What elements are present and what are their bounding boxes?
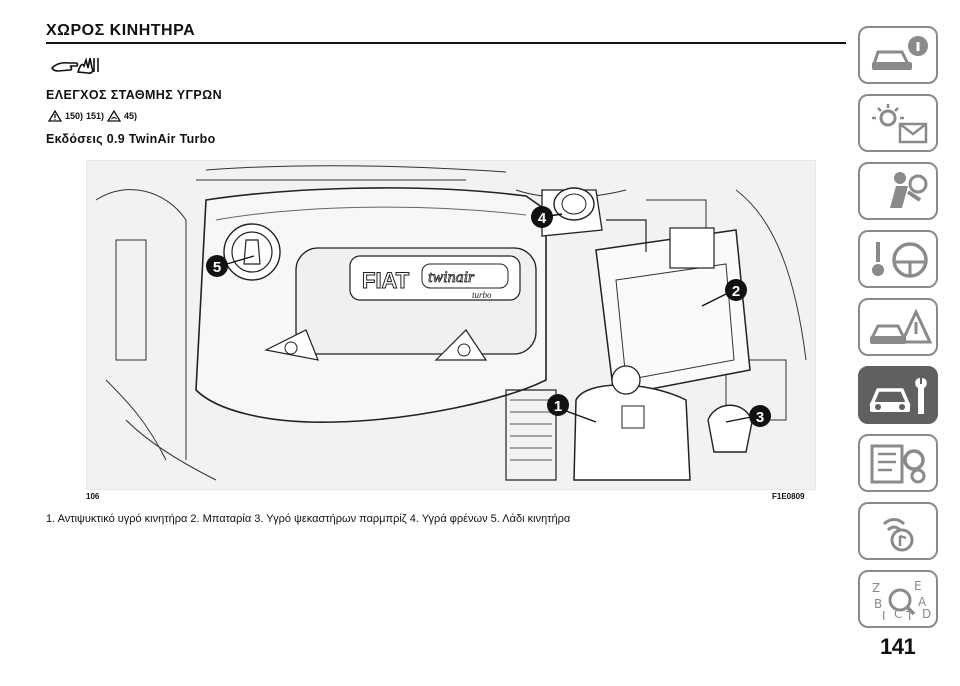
callout-1: 1 <box>547 394 569 416</box>
emergency-icon <box>869 308 932 344</box>
svg-text:Z: Z <box>872 581 880 595</box>
technical-data-icon <box>870 444 926 484</box>
section-title: ΧΩΡΟΣ ΚΙΝΗΤΗΡΑ <box>46 22 196 39</box>
callout-3: 3 <box>749 405 771 427</box>
warning-ref-a: 150) <box>65 111 84 121</box>
figure-page-reference: 106 <box>86 492 100 501</box>
callout-1-number: 1 <box>554 398 562 415</box>
dashboard-lights-icon <box>872 104 928 144</box>
svg-text:I: I <box>882 609 886 622</box>
svg-text:T: T <box>905 609 914 622</box>
sub-title: ΕΛΕΓΧΟΣ ΣΤΑΘΜΗΣ ΥΓΡΩΝ <box>46 88 223 102</box>
warning-ref-b: 151) <box>86 111 105 121</box>
tab-index[interactable]: Z E A B I C T D <box>858 570 938 628</box>
multimedia-icon <box>882 518 914 552</box>
car-info-icon <box>871 36 928 70</box>
figure-caption: 1. Αντιψυκτικό υγρό κινητήρα 2. Μπαταρία… <box>46 513 571 525</box>
svg-text:B: B <box>874 597 882 611</box>
engine-bay-illustration: FIAT twinair turbo 5 <box>86 160 816 490</box>
warning-hand-icon <box>48 110 62 122</box>
figure-code: F1E0809 <box>772 492 805 501</box>
tab-emergency[interactable] <box>858 298 938 356</box>
svg-text:D: D <box>922 607 931 621</box>
starting-driving-icon <box>872 242 928 278</box>
callout-5: 5 <box>206 255 228 277</box>
header-rule <box>46 42 846 44</box>
callout-4: 4 <box>531 206 553 228</box>
tab-technical-data[interactable] <box>858 434 938 492</box>
logo-sub-text: turbo <box>472 290 492 300</box>
index-icon: Z E A B I C T D <box>872 579 931 622</box>
svg-text:A: A <box>918 595 927 609</box>
warning-references: 150) 151) 45) <box>48 110 137 122</box>
tab-dashboard-lights[interactable] <box>858 94 938 152</box>
svg-text:E: E <box>914 579 922 593</box>
airbag-safety-icon <box>890 172 928 208</box>
maintenance-icon <box>869 378 927 414</box>
logo-model-text: twinair <box>428 269 475 286</box>
page-header: ΧΩΡΟΣ ΚΙΝΗΤΗΡΑ <box>46 22 846 44</box>
callout-2: 2 <box>725 279 747 301</box>
callout-4-number: 4 <box>538 210 547 227</box>
variant-title: Εκδόσεις 0.9 TwinAir Turbo <box>46 132 216 146</box>
pointing-hand-icon <box>51 57 99 74</box>
engine-bay-figure: FIAT twinair turbo 5 <box>86 160 816 490</box>
callout-3-number: 3 <box>756 409 764 426</box>
tab-car-info[interactable] <box>858 26 938 84</box>
tab-maintenance[interactable] <box>858 366 938 424</box>
tab-multimedia[interactable] <box>858 502 938 560</box>
tab-airbag-safety[interactable] <box>858 162 938 220</box>
page-number: 141 <box>880 634 916 659</box>
environment-icon <box>107 110 122 122</box>
warning-ref-c: 45) <box>124 111 138 121</box>
callout-2-number: 2 <box>732 283 740 300</box>
logo-brand-text: FIAT <box>362 268 410 293</box>
tab-starting-driving[interactable] <box>858 230 938 288</box>
svg-text:C: C <box>894 607 902 621</box>
callout-5-number: 5 <box>213 259 221 276</box>
